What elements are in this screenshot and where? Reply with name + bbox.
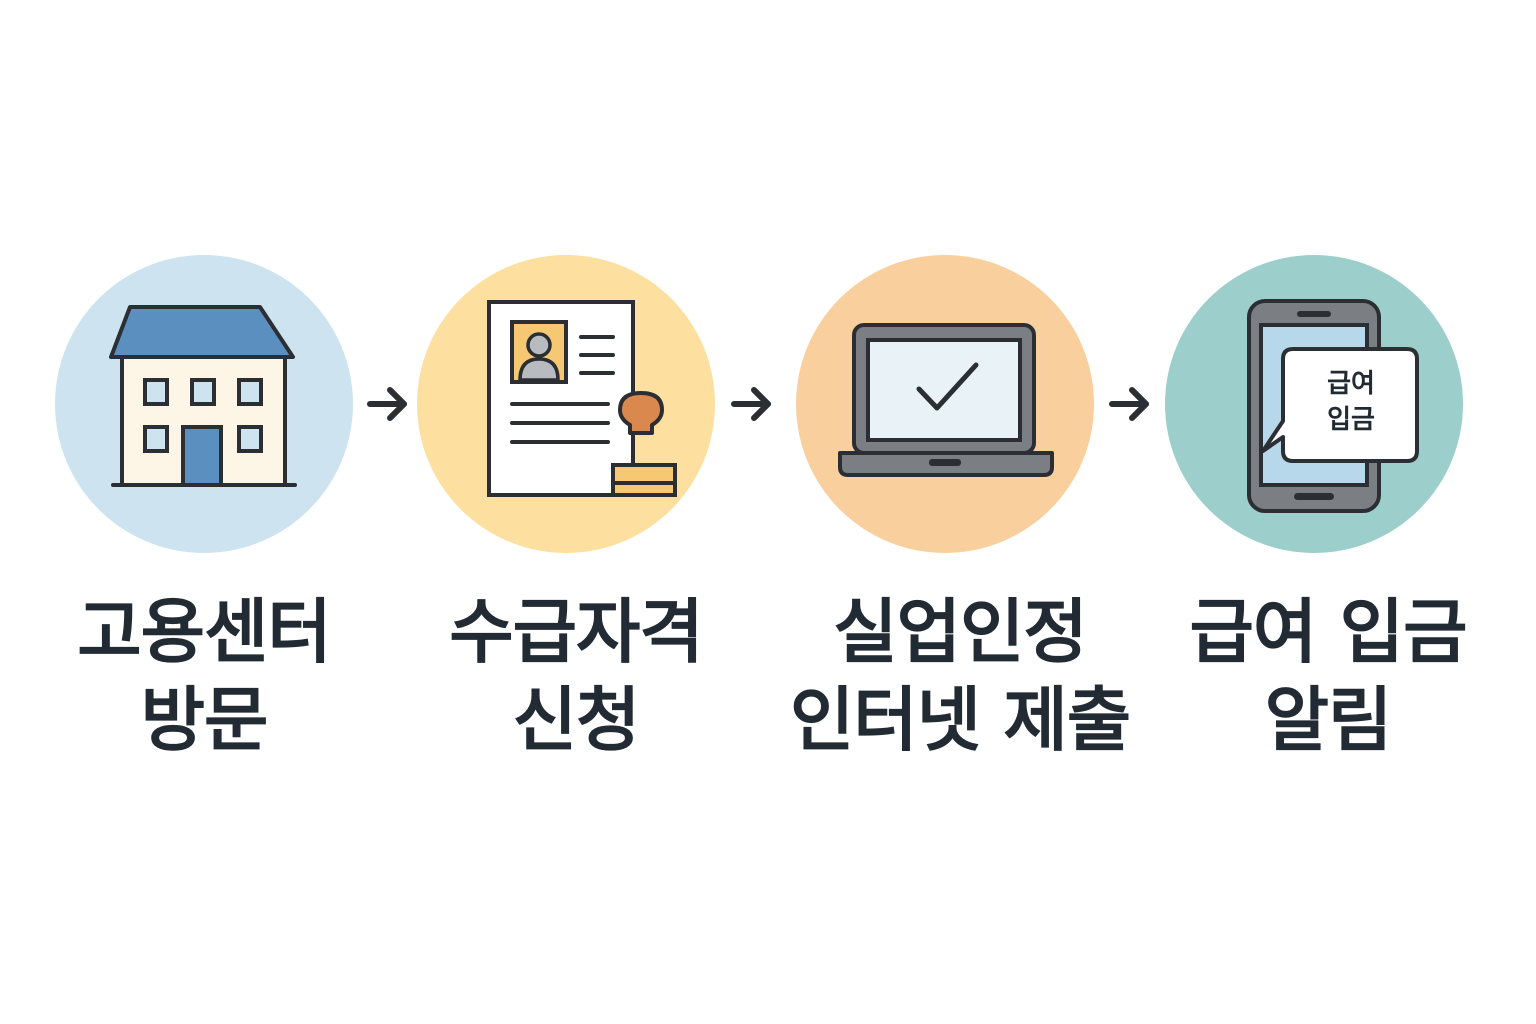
bubble-text-line1: 급여	[1327, 369, 1375, 399]
step-3-label-line2: 인터넷 제출	[789, 679, 1131, 761]
step-1-label-line1: 고용센터	[77, 591, 332, 673]
speech-bubble-icon	[1261, 347, 1419, 463]
step-4-label: 급여 입금 알림	[1138, 588, 1518, 764]
step-3-label-line1: 실업인정	[833, 591, 1088, 673]
step-2-label-line1: 수급자격	[449, 591, 704, 673]
building-icon	[109, 305, 297, 487]
arrow-right-icon	[1109, 387, 1149, 421]
step-3-circle	[796, 255, 1094, 553]
laptop-check-icon	[838, 323, 1054, 477]
step-3-label: 실업인정 인터넷 제출	[770, 588, 1150, 764]
bubble-text-line2: 입금	[1327, 405, 1375, 435]
step-2-label: 수급자격 신청	[386, 588, 766, 764]
step-1-label-line2: 방문	[140, 679, 269, 761]
phone-message-icon: 급여 입금	[1247, 299, 1419, 513]
document-stamp-icon	[487, 300, 677, 497]
step-1-label: 고용센터 방문	[14, 588, 394, 764]
step-4-label-line1: 급여 입금	[1189, 591, 1468, 673]
step-2-circle	[417, 255, 715, 553]
arrow-right-icon	[731, 387, 771, 421]
step-1-circle	[55, 255, 353, 553]
arrow-right-icon	[367, 387, 407, 421]
step-4-label-line2: 알림	[1264, 679, 1393, 761]
step-4-circle: 급여 입금	[1165, 255, 1463, 553]
step-2-label-line2: 신청	[512, 679, 641, 761]
